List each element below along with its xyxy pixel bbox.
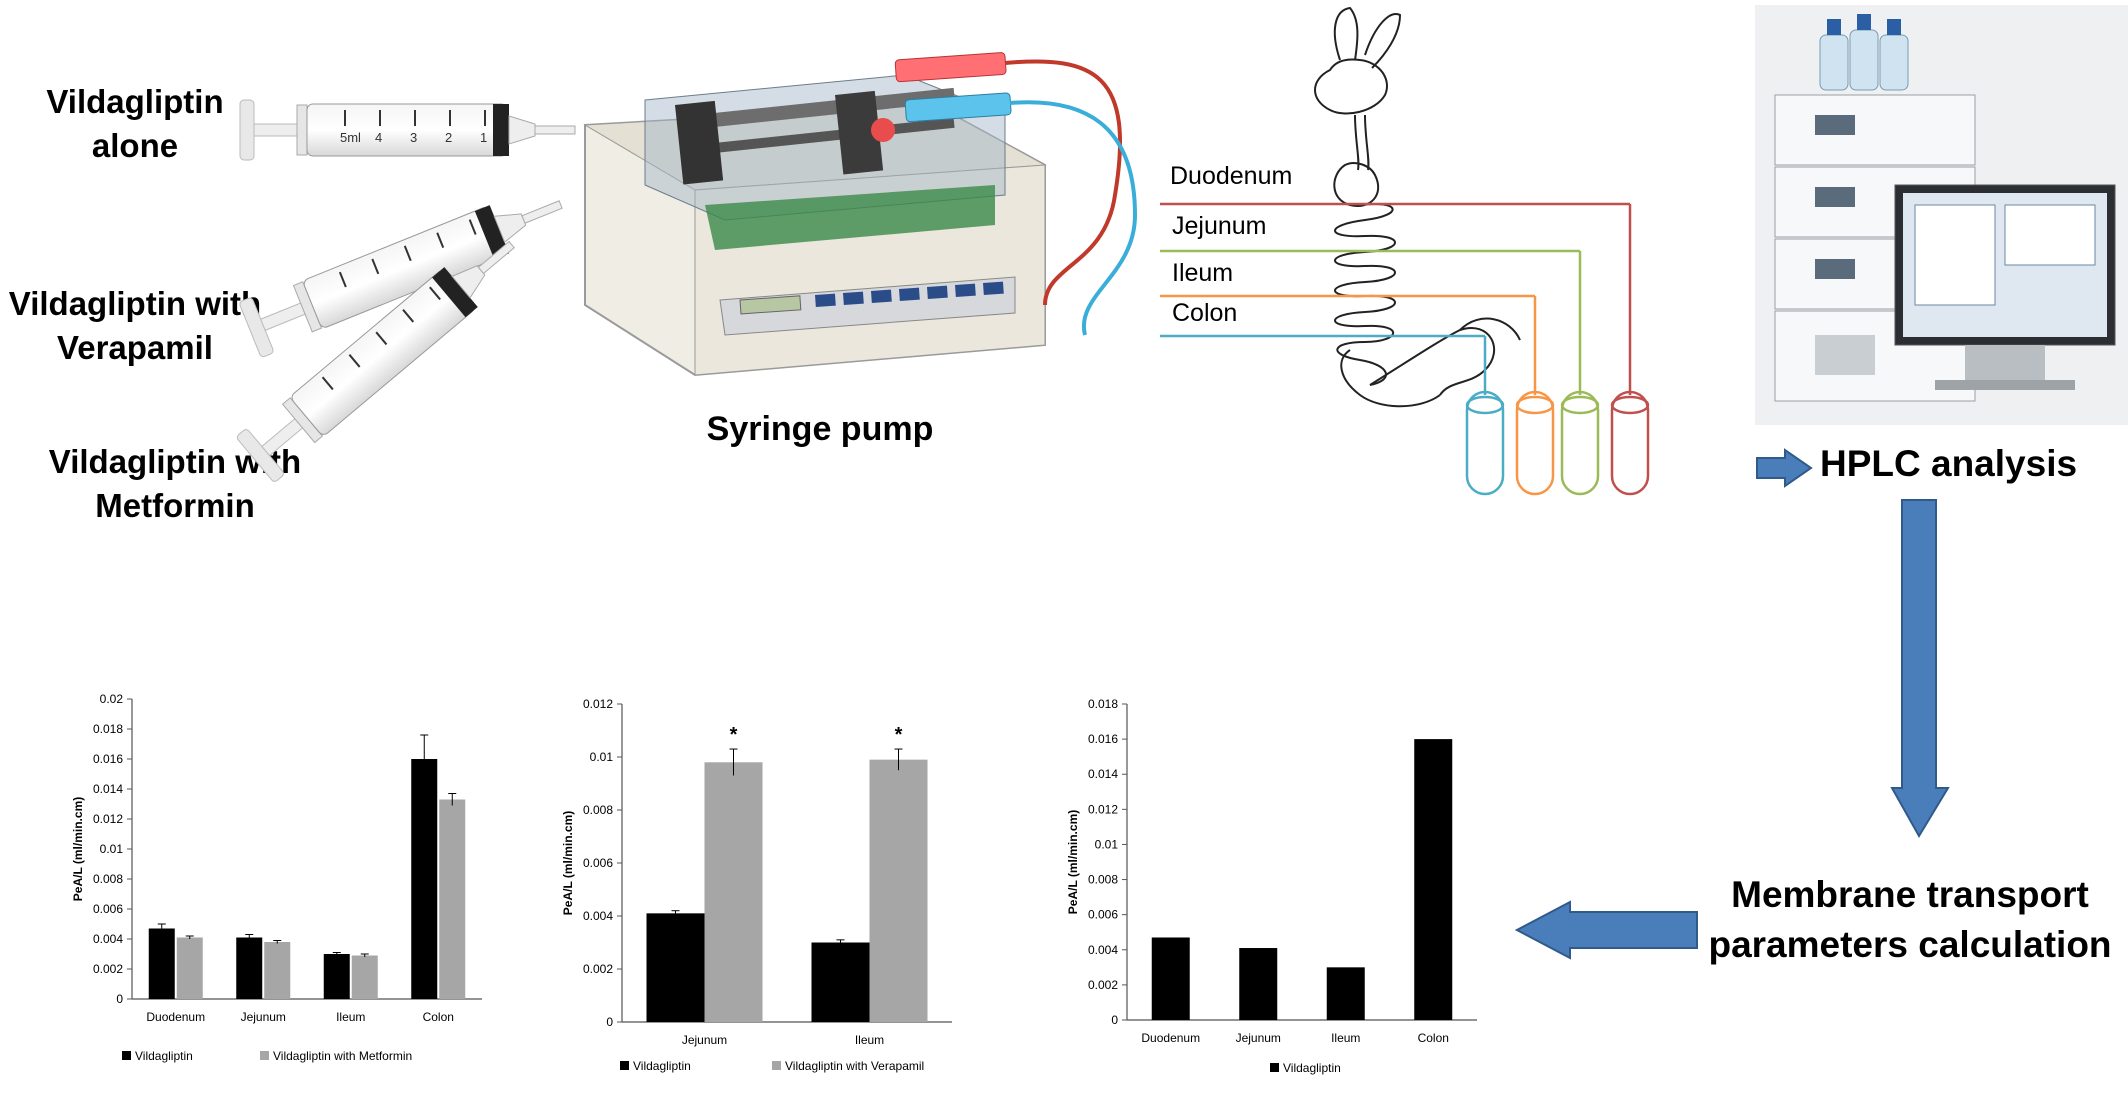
y-tick-label: 0.002 [583,962,613,976]
svg-text:1: 1 [480,130,487,145]
arrow-to-hplc-icon [1756,448,1813,488]
x-tick-label: Colon [1418,1031,1449,1045]
chart-vildagliptin-alone: 0 0.002 0.004 0.006 0.008 0.01 0.012 0.014 0.016… [1066,697,1477,1075]
y-tick-label: 0.004 [583,909,613,923]
significance-marker: * [730,724,738,746]
y-tick-label: 0.014 [93,782,123,796]
bar [236,937,263,999]
membrane-transport-label: Membrane transport parameters calculatio… [1708,874,2112,965]
y-tick-label: 0.006 [1088,908,1118,922]
y-tick-label: 0.004 [93,932,123,946]
bar [351,955,378,999]
segment-label-colon: Colon [1172,299,1238,327]
y-tick-label: 0.004 [1088,943,1118,957]
y-axis-label: PeA/L (ml/min.cm) [1066,810,1080,914]
legend-entry: Vildagliptin [1283,1061,1341,1075]
y-tick-label: 0.008 [93,872,123,886]
bar [411,759,438,999]
chart-metformin: 0 0.002 0.004 0.006 0.008 0.01 0.012 0.014 0.016… [71,692,482,1063]
y-tick-label: 0.012 [583,697,613,711]
y-tick-label: 0.02 [100,692,124,706]
syringe-2-icon [239,200,563,358]
y-tick-label: 0.002 [93,962,123,976]
arrow-down-icon [1890,499,1950,838]
bar [869,759,928,1022]
segment-label-duodenum: Duodenum [1170,162,1293,190]
x-tick-label: Ileum [855,1033,884,1047]
y-tick-label: 0.016 [93,752,123,766]
syringe-1-icon: 5ml 4 3 2 1 [239,99,576,161]
legend-entry: Vildagliptin [135,1049,193,1063]
x-tick-label: Ileum [336,1010,365,1024]
y-axis-label: PeA/L (ml/min.cm) [561,811,575,915]
y-tick-label: 0.018 [93,722,123,736]
bar [323,954,350,999]
svg-text:5ml: 5ml [340,130,361,145]
x-tick-label: Jejunum [682,1033,727,1047]
y-tick-label: 0.006 [583,856,613,870]
y-tick-label: 0.01 [100,842,124,856]
legend-swatch [772,1061,781,1070]
y-tick-label: 0.008 [583,803,613,817]
legend-swatch [122,1051,131,1060]
svg-text:4: 4 [375,130,382,145]
legend-swatch [620,1061,629,1070]
legend-swatch [260,1051,269,1060]
y-tick-label: 0.018 [1088,697,1118,711]
hplc-instrument-illustration [1755,5,2128,425]
y-tick-label: 0.002 [1088,978,1118,992]
input-label-vildagliptin-alone: Vildagliptin alone [46,83,224,164]
svg-text:2: 2 [445,130,452,145]
y-tick-label: 0.016 [1088,732,1118,746]
bar [704,762,763,1022]
syringe-pump-illustration [583,52,1138,377]
y-tick-label: 0.008 [1088,873,1118,887]
legend-entry: Vildagliptin with Verapamil [785,1059,924,1073]
segment-label-jejunum: Jejunum [1172,212,1267,240]
svg-text:3: 3 [410,130,417,145]
x-tick-label: Colon [423,1010,454,1024]
y-tick-label: 0 [116,992,123,1006]
segment-label-ileum: Ileum [1172,259,1234,287]
bar [811,942,870,1022]
y-tick-label: 0 [606,1015,613,1029]
bar [1326,967,1365,1020]
x-tick-label: Duodenum [1141,1031,1200,1045]
bar [148,928,175,999]
legend-entry: Vildagliptin [633,1059,691,1073]
legend-swatch [1270,1063,1279,1072]
syringes-illustration: 5ml 4 3 2 1 [236,99,576,482]
y-tick-label: 0.012 [93,812,123,826]
input-label-vildagliptin-verapamil: Vildagliptin with Verapamil [8,285,262,366]
y-tick-label: 0.014 [1088,767,1118,781]
x-tick-label: Ileum [1331,1031,1360,1045]
x-tick-label: Duodenum [146,1010,205,1024]
bar [1151,937,1190,1020]
y-axis-label: PeA/L (ml/min.cm) [71,797,85,901]
bar [439,799,466,999]
syringe-pump-label: Syringe pump [706,410,934,448]
arrow-left-icon [1515,900,1698,960]
hplc-analysis-label: HPLC analysis [1820,443,2078,484]
bar [264,942,291,999]
y-tick-label: 0.006 [93,902,123,916]
legend-entry: Vildagliptin with Metformin [273,1049,412,1063]
bar [1239,948,1278,1020]
y-tick-label: 0.012 [1088,802,1118,816]
rabbit-gi-tract-illustration [1160,6,1650,496]
bar [176,937,203,999]
y-tick-label: 0.01 [1095,837,1119,851]
x-tick-label: Jejunum [241,1010,286,1024]
bar [1414,739,1453,1020]
bar [646,913,705,1022]
y-tick-label: 0.01 [590,750,614,764]
x-tick-label: Jejunum [1236,1031,1281,1045]
significance-marker: * [895,724,903,746]
syringe-3-icon [236,240,515,482]
y-tick-label: 0 [1111,1013,1118,1027]
